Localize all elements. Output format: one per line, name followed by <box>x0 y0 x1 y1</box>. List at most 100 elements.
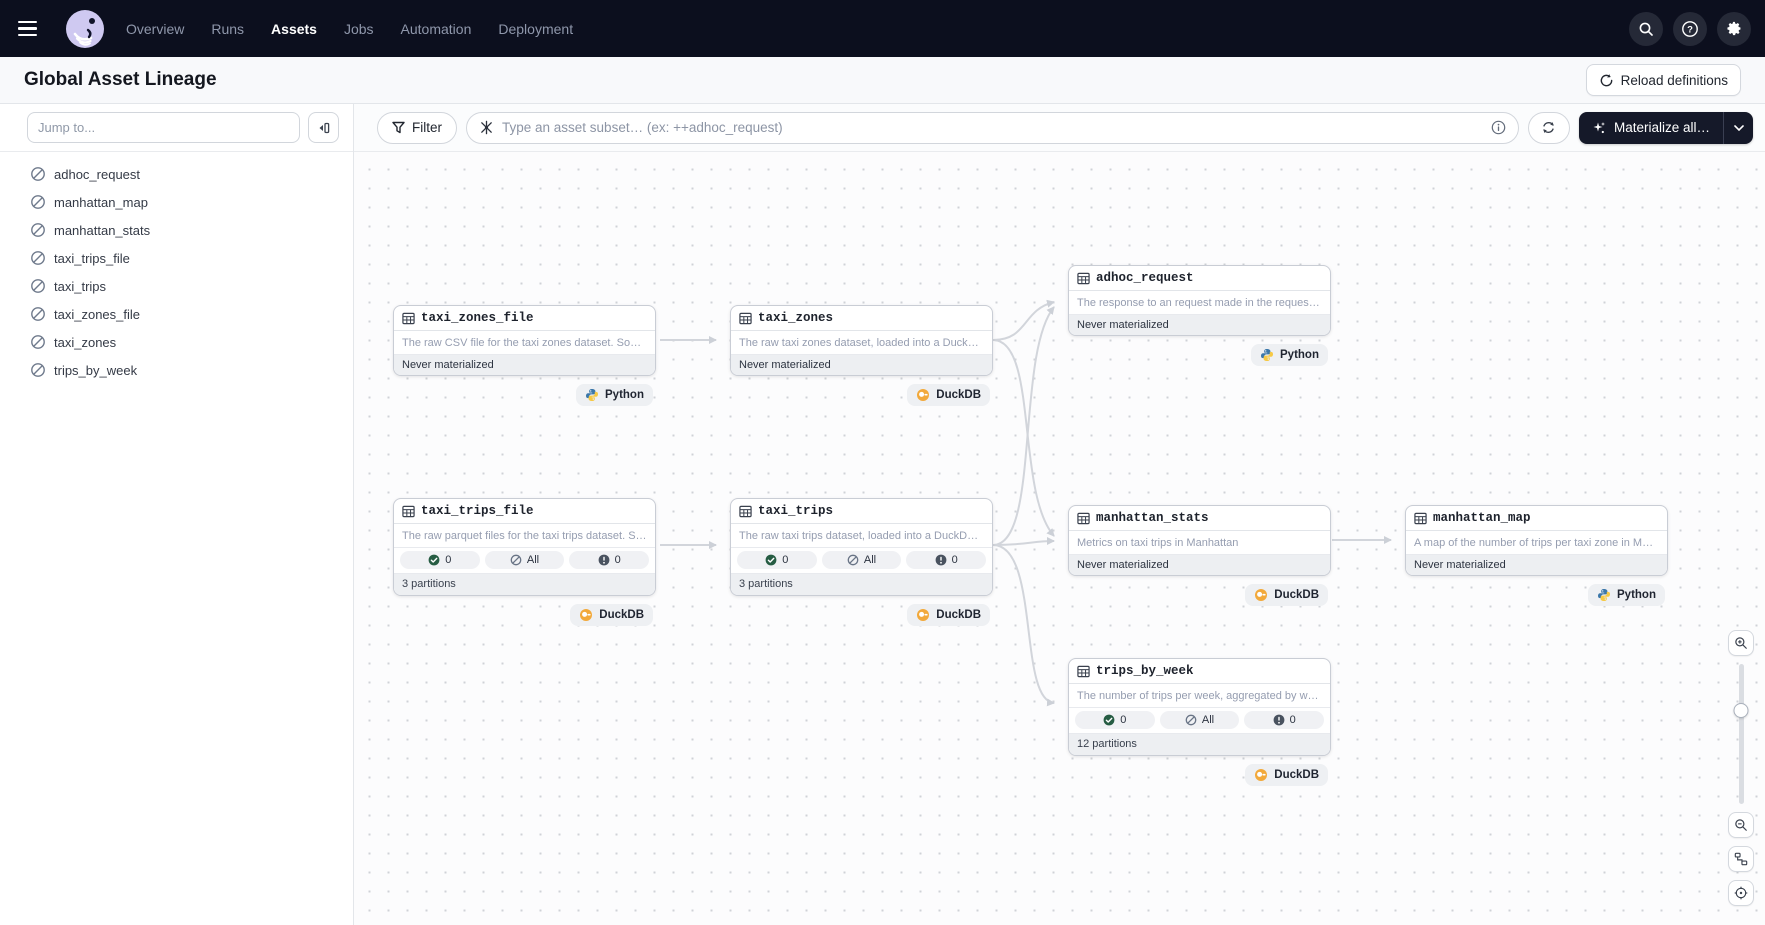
asset-name: taxi_zones_file <box>54 306 140 322</box>
search-icon[interactable] <box>1629 11 1663 46</box>
asset-name: manhattan_stats <box>54 222 151 238</box>
sidebar-asset-item-adhoc_request[interactable]: adhoc_request <box>0 160 353 188</box>
sidebar-asset-item-manhattan_map[interactable]: manhattan_map <box>0 188 353 216</box>
sidebar-asset-item-trips_by_week[interactable]: trips_by_week <box>0 356 353 384</box>
never-materialized-icon <box>31 335 45 349</box>
edge-layer <box>660 299 1392 707</box>
nav-item-jobs[interactable]: Jobs <box>343 20 374 37</box>
compute-kind-badge: Python <box>1588 584 1665 606</box>
reload-icon <box>1600 73 1613 86</box>
materialized-count: 0 <box>445 554 452 566</box>
asset-node-manhattan_map[interactable]: manhattan_map A map of the number of tri… <box>1405 505 1668 606</box>
asset-node-manhattan_stats[interactable]: manhattan_stats Metrics on taxi trips in… <box>1068 505 1331 606</box>
asset-node-taxi_trips_file[interactable]: taxi_trips_file The raw parquet files fo… <box>393 498 656 626</box>
zoom-in-button[interactable] <box>1728 630 1754 656</box>
missing-count: All <box>526 554 540 566</box>
check-circle-icon <box>765 554 777 566</box>
duckdb-icon <box>1255 589 1268 601</box>
edge-taxi_zones-to-manhattan_stats <box>992 339 1055 537</box>
zoom-slider[interactable] <box>1733 664 1749 804</box>
asset-node-description: Metrics on taxi trips in Manhattan <box>1069 531 1330 555</box>
zoom-slider-handle[interactable] <box>1733 703 1749 719</box>
dagster-logo-icon[interactable] <box>66 9 104 48</box>
compute-kind-label: Python <box>1617 589 1656 601</box>
refresh-graph-button[interactable] <box>1527 111 1570 144</box>
nav-item-automation[interactable]: Automation <box>400 20 472 37</box>
never-materialized-icon <box>31 251 45 265</box>
asset-node-status: Never materialized <box>1069 555 1330 575</box>
table-icon <box>1077 512 1090 524</box>
partition-count-label: 3 partitions <box>394 574 655 595</box>
sidebar-asset-item-taxi_trips_file[interactable]: taxi_trips_file <box>0 244 353 272</box>
help-icon[interactable]: ? <box>1673 11 1707 46</box>
table-icon <box>402 505 415 517</box>
page-title: Global Asset Lineage <box>24 69 217 90</box>
exclamation-circle-icon <box>935 554 947 566</box>
sidebar-asset-item-taxi_zones[interactable]: taxi_zones <box>0 328 353 356</box>
failed-count: 0 <box>951 554 958 566</box>
never-materialized-icon <box>31 223 45 237</box>
nav-item-assets[interactable]: Assets <box>271 20 317 37</box>
asset-node-taxi_zones[interactable]: taxi_zones The raw taxi zones dataset, l… <box>730 305 993 406</box>
compute-kind-label: DuckDB <box>1274 589 1319 601</box>
compute-kind-label: DuckDB <box>599 609 644 621</box>
info-icon[interactable] <box>1491 120 1506 135</box>
asset-sidebar: adhoc_request manhattan_map manhattan_st… <box>0 104 354 925</box>
reload-definitions-button[interactable]: Reload definitions <box>1585 64 1741 96</box>
asset-node-trips_by_week[interactable]: trips_by_week The number of trips per we… <box>1068 658 1331 786</box>
asset-node-name: taxi_trips_file <box>421 504 534 518</box>
logo-swirl <box>73 28 93 46</box>
nav-item-runs[interactable]: Runs <box>211 20 245 37</box>
slash-circle-icon <box>847 554 859 566</box>
asset-node-taxi_trips[interactable]: taxi_trips The raw taxi trips dataset, l… <box>730 498 993 626</box>
asset-node-taxi_zones_file[interactable]: taxi_zones_file The raw CSV file for the… <box>393 305 656 406</box>
duckdb-icon <box>917 389 930 401</box>
missing-count-badge: All <box>1159 711 1240 729</box>
gear-icon[interactable] <box>1717 11 1751 46</box>
sidebar-asset-item-manhattan_stats[interactable]: manhattan_stats <box>0 216 353 244</box>
materialize-all-button[interactable]: Materialize all… <box>1579 112 1723 144</box>
never-materialized-icon <box>31 307 45 321</box>
python-icon <box>1598 589 1611 601</box>
zoom-out-button[interactable] <box>1728 812 1754 838</box>
hamburger-menu-icon[interactable] <box>18 12 52 46</box>
slash-circle-icon <box>510 554 522 566</box>
filter-button[interactable]: Filter <box>377 111 457 144</box>
compute-kind-label: Python <box>1280 349 1319 361</box>
nav-item-deployment[interactable]: Deployment <box>498 20 574 37</box>
asset-subset-input[interactable] <box>502 120 1483 135</box>
jump-to-input[interactable] <box>27 112 300 143</box>
table-icon <box>739 312 752 324</box>
compute-kind-badge: Python <box>576 384 653 406</box>
never-materialized-icon <box>31 195 45 209</box>
asset-node-description: The number of trips per week, aggregated… <box>1069 684 1330 708</box>
materialize-dropdown-caret[interactable] <box>1723 111 1753 144</box>
sidebar-asset-item-taxi_trips[interactable]: taxi_trips <box>0 272 353 300</box>
compute-kind-badge: DuckDB <box>907 384 990 406</box>
missing-count-badge: All <box>484 551 565 569</box>
partition-badges: 0 All 0 <box>394 548 655 574</box>
asset-graph-canvas[interactable]: taxi_zones_file The raw CSV file for the… <box>354 152 1765 925</box>
sparkle-icon <box>1593 121 1605 133</box>
duckdb-icon <box>917 609 930 621</box>
exclamation-circle-icon <box>1273 714 1285 726</box>
check-circle-icon <box>428 554 440 566</box>
sidebar-asset-item-taxi_zones_file[interactable]: taxi_zones_file <box>0 300 353 328</box>
table-icon <box>1414 512 1427 524</box>
compute-kind-label: DuckDB <box>936 609 981 621</box>
collapse-panel-button[interactable] <box>308 112 339 143</box>
edge-taxi_zones-to-adhoc_request <box>992 299 1055 341</box>
materialize-all-group: Materialize all… <box>1578 111 1753 144</box>
partition-count-label: 12 partitions <box>1069 734 1330 755</box>
asset-name: trips_by_week <box>54 362 138 378</box>
recenter-button[interactable] <box>1728 880 1754 906</box>
asset-node-adhoc_request[interactable]: adhoc_request The response to an request… <box>1068 265 1331 366</box>
materialized-count: 0 <box>1120 714 1127 726</box>
asset-node-name: taxi_zones <box>758 311 834 325</box>
fit-graph-button[interactable] <box>1728 846 1754 872</box>
asset-node-description: The raw taxi trips dataset, loaded into … <box>731 524 992 548</box>
nav-item-overview[interactable]: Overview <box>126 20 185 37</box>
python-icon <box>1261 349 1274 361</box>
duckdb-icon <box>1255 769 1268 781</box>
refresh-icon <box>1543 122 1555 133</box>
